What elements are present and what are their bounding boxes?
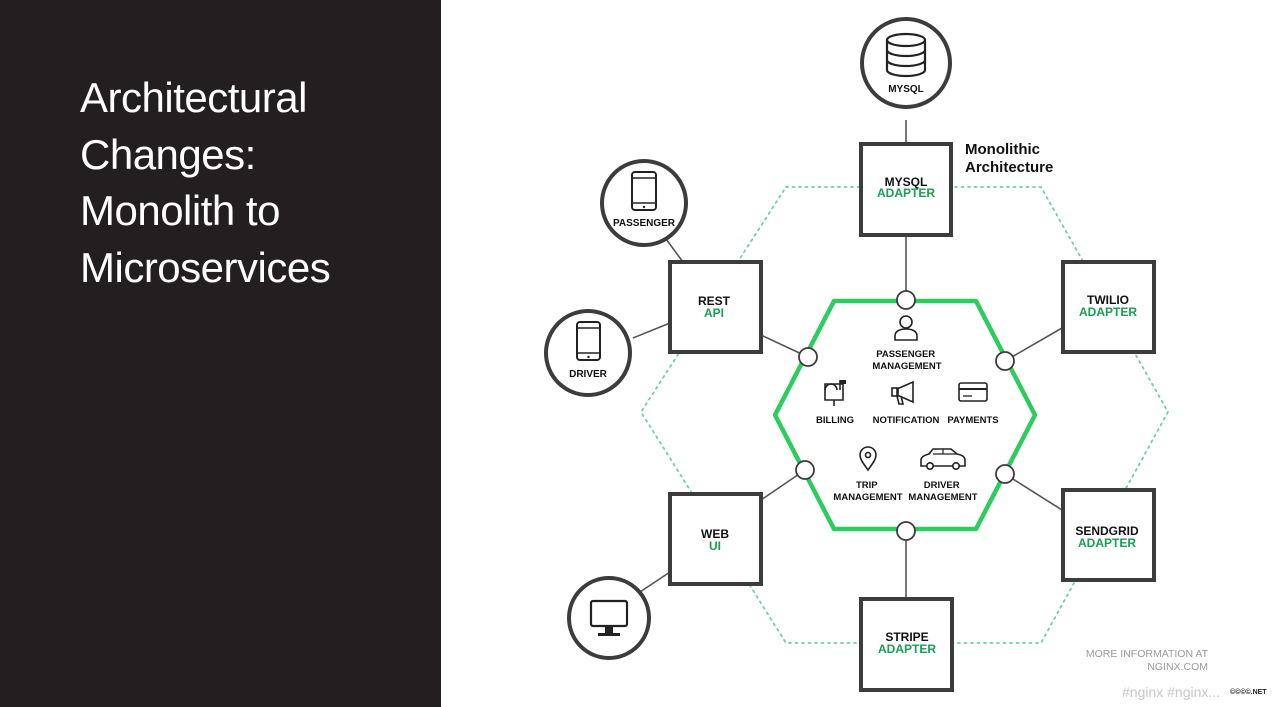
hexagon-ports <box>795 290 1015 541</box>
module-label-line: TRIP <box>856 480 878 491</box>
module-label: NOTIFICATION <box>873 415 940 426</box>
sendgrid-adapter-subtitle: ADAPTER <box>1078 536 1136 550</box>
car-icon <box>920 448 966 470</box>
credit-card-icon <box>958 382 988 402</box>
smartphone-icon <box>576 321 601 361</box>
web-browser-client-node <box>567 576 651 660</box>
module-label: PAYMENTS <box>947 415 998 426</box>
module-trip-management: TRIP MANAGEMENT <box>833 446 903 503</box>
module-label: BILLING <box>816 415 854 426</box>
dotted-outer-hexagon <box>639 186 1170 644</box>
web-ui-subtitle: UI <box>709 539 721 553</box>
sendgrid-adapter-box: SENDGRID ADAPTER <box>1061 488 1156 582</box>
mysql-database-label: MYSQL <box>888 84 924 95</box>
module-passenger-management: PASSENGER MANAGEMENT <box>872 315 942 372</box>
nginx-link[interactable]: NGINX.COM <box>1147 661 1208 673</box>
rest-api-subtitle: API <box>704 306 724 320</box>
watermark: ©©©©.NET <box>1228 689 1269 696</box>
diagram-heading-line: Monolithic <box>965 141 1040 158</box>
driver-client-node: DRIVER <box>544 309 632 397</box>
module-billing: BILLING <box>816 380 854 426</box>
module-label: DRIVER MANAGEMENT <box>908 480 977 503</box>
web-ui-box: WEB UI <box>668 492 763 586</box>
monolith-hexagon <box>772 298 1038 532</box>
map-pin-icon <box>859 446 877 472</box>
sendgrid-adapter-title: SENDGRID <box>1075 524 1139 538</box>
twilio-adapter-box: TWILIO ADAPTER <box>1061 260 1156 354</box>
slide-title-line: Changes: <box>80 130 256 178</box>
diagram-heading: Monolithic Architecture <box>965 141 1053 176</box>
slide-title: Architectural Changes: Monolith to Micro… <box>80 70 420 296</box>
slide-title-line: Monolith to <box>80 187 280 234</box>
mysql-adapter-box: MYSQL ADAPTER <box>859 142 953 237</box>
module-label-line: MANAGEMENT <box>872 361 941 372</box>
passenger-client-label: PASSENGER <box>613 218 676 229</box>
module-label: PASSENGER MANAGEMENT <box>872 349 941 372</box>
module-label-line: PASSENGER <box>876 349 935 360</box>
module-payments: PAYMENTS <box>947 382 999 426</box>
rest-api-title: REST <box>698 294 731 308</box>
module-label-line: MANAGEMENT <box>833 492 902 503</box>
stripe-adapter-box: STRIPE ADAPTER <box>859 597 954 692</box>
stripe-adapter-subtitle: ADAPTER <box>878 642 936 656</box>
user-icon <box>894 315 918 341</box>
stripe-adapter-title: STRIPE <box>885 630 928 644</box>
mailbox-icon <box>824 380 846 406</box>
mysql-database-node: MYSQL <box>860 17 952 109</box>
module-notification: NOTIFICATION <box>873 380 940 426</box>
left-panel: Architectural Changes: Monolith to Micro… <box>0 0 441 707</box>
database-icon <box>885 32 927 78</box>
more-information-note: MORE INFORMATION AT NGINX.COM <box>1086 648 1208 674</box>
mysql-adapter-subtitle: ADAPTER <box>877 186 935 200</box>
module-driver-management: DRIVER MANAGEMENT <box>908 448 978 503</box>
monitor-icon <box>589 599 629 636</box>
slide-title-line: Microservices <box>80 243 331 291</box>
slide-title-line: Architectural <box>80 74 307 121</box>
hashtags: #nginx #nginx... <box>1122 684 1221 700</box>
driver-client-label: DRIVER <box>569 369 608 380</box>
module-label-line: DRIVER <box>924 480 960 491</box>
module-label: TRIP MANAGEMENT <box>833 480 902 503</box>
passenger-client-node: PASSENGER <box>600 159 688 247</box>
more-information-text: MORE INFORMATION AT <box>1085 648 1208 660</box>
twilio-adapter-subtitle: ADAPTER <box>1079 305 1137 319</box>
architecture-diagram: MYSQL PASSENGER DRIVER <box>544 17 1170 692</box>
web-ui-title: WEB <box>701 527 729 541</box>
rest-api-box: REST API <box>668 260 763 354</box>
module-label-line: MANAGEMENT <box>908 492 977 503</box>
megaphone-icon <box>891 380 914 405</box>
diagram-heading-line: Architecture <box>965 159 1053 176</box>
smartphone-icon <box>631 171 657 211</box>
mysql-adapter-title: MYSQL <box>885 175 928 189</box>
twilio-adapter-title: TWILIO <box>1087 293 1129 307</box>
